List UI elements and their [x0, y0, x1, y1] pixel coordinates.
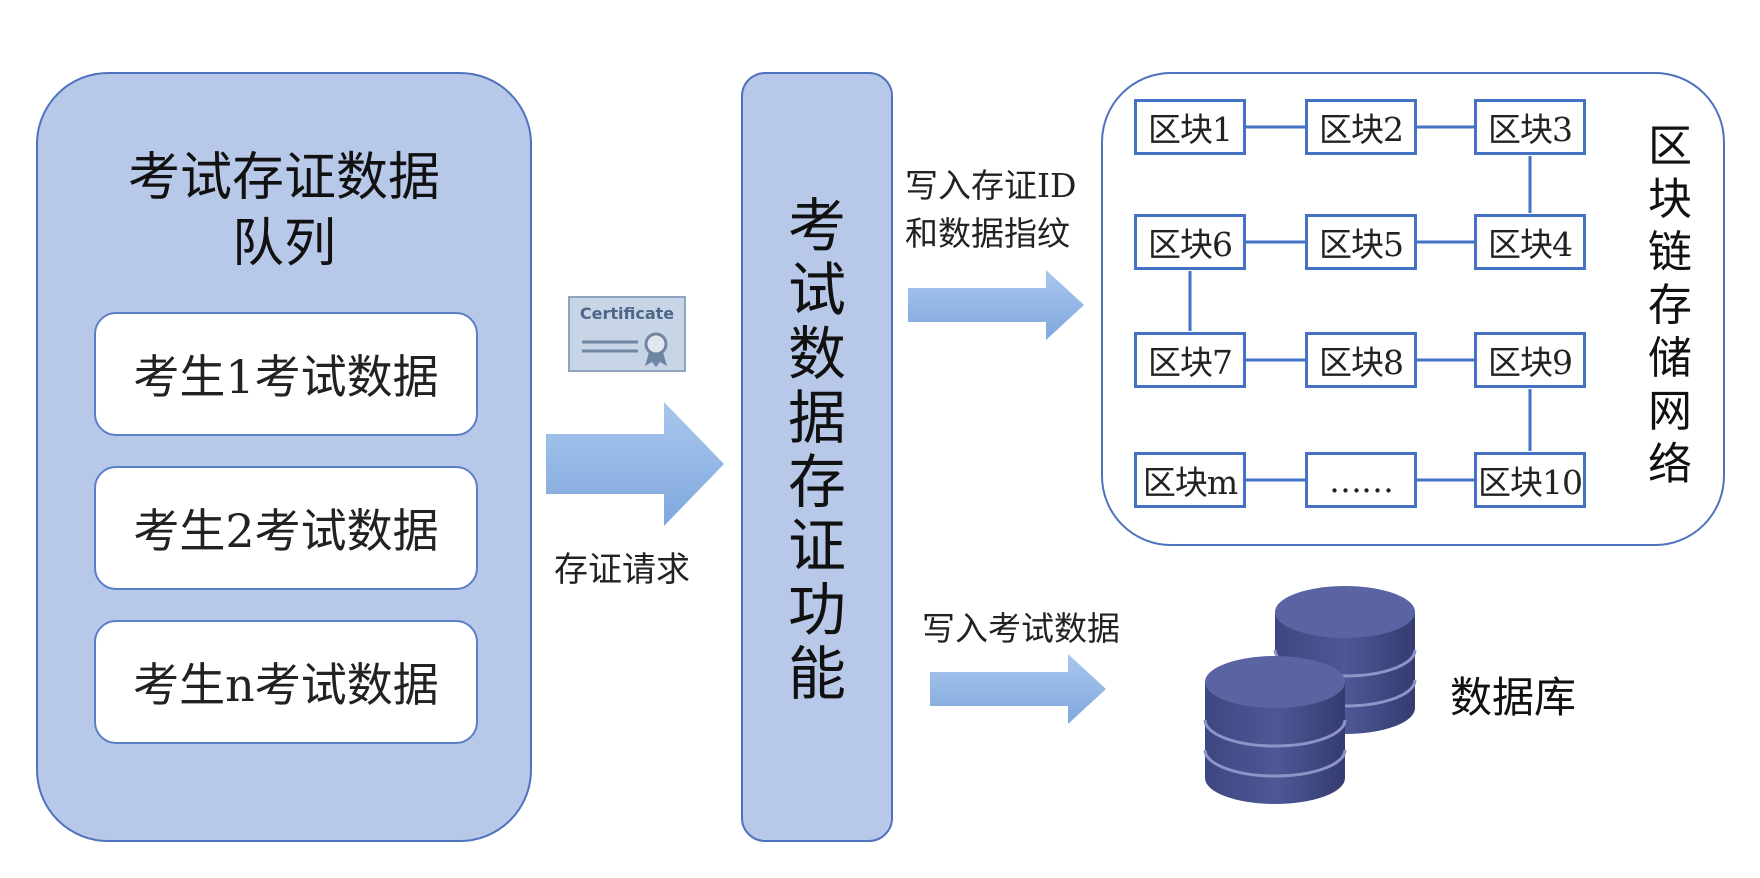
chain-write-line-2: 和数据指纹: [905, 214, 1070, 253]
chain-write-arrow: [908, 270, 1084, 340]
certificate-icon: Certificate: [568, 296, 686, 372]
queue-title-line-1: 考试存证数据: [127, 148, 440, 208]
chain-write-line-1: 写入存证ID: [905, 166, 1077, 205]
chain-label-char: 储: [1648, 333, 1692, 384]
chain-label-char: 链: [1648, 227, 1692, 278]
function-char: 功: [787, 576, 846, 644]
queue-title: 考试存证数据 队列: [36, 145, 532, 277]
database-front-cylinder: [1203, 656, 1347, 804]
block-7: 区块7: [1134, 332, 1246, 388]
block-3: 区块3: [1474, 99, 1586, 155]
block-1: 区块1: [1134, 99, 1246, 155]
function-char: 数: [787, 320, 846, 388]
block-ellipsis: ……: [1305, 452, 1417, 508]
blockchain-network-label: 区 块 链 存 储 网 络: [1640, 120, 1700, 491]
exam-card-n: 考生n考试数据: [94, 620, 478, 744]
function-char: 证: [787, 512, 846, 580]
function-char: 据: [787, 384, 846, 452]
queue-title-line-2: 队列: [231, 214, 336, 274]
function-char: 存: [787, 448, 846, 516]
function-char: 能: [787, 640, 846, 708]
function-label: 考 试 数 据 存 证 功 能: [741, 194, 893, 706]
function-char: 考: [787, 192, 846, 260]
block-5: 区块5: [1305, 214, 1417, 270]
request-label: 存证请求: [554, 550, 690, 590]
chain-label-char: 区: [1648, 121, 1692, 172]
block-m: 区块m: [1134, 452, 1246, 508]
db-write-label: 写入考试数据: [922, 609, 1120, 648]
block-8: 区块8: [1305, 332, 1417, 388]
certificate-label: Certificate: [579, 304, 675, 323]
function-char: 试: [787, 256, 846, 324]
exam-data-storage-function: [741, 72, 893, 842]
chain-write-label: 写入存证ID 和数据指纹: [905, 162, 1077, 258]
database-icon: [1203, 586, 1417, 804]
db-write-arrow: [930, 654, 1106, 724]
block-2: 区块2: [1305, 99, 1417, 155]
block-9: 区块9: [1474, 332, 1586, 388]
request-arrow: [546, 402, 724, 526]
chain-label-char: 络: [1648, 439, 1692, 490]
block-4: 区块4: [1474, 214, 1586, 270]
exam-card-1: 考生1考试数据: [94, 312, 478, 436]
chain-label-char: 网: [1648, 386, 1692, 437]
chain-label-char: 块: [1648, 174, 1692, 225]
exam-card-2: 考生2考试数据: [94, 466, 478, 590]
block-10: 区块10: [1474, 452, 1586, 508]
database-label: 数据库: [1450, 673, 1577, 722]
block-6: 区块6: [1134, 214, 1246, 270]
chain-label-char: 存: [1648, 280, 1692, 331]
